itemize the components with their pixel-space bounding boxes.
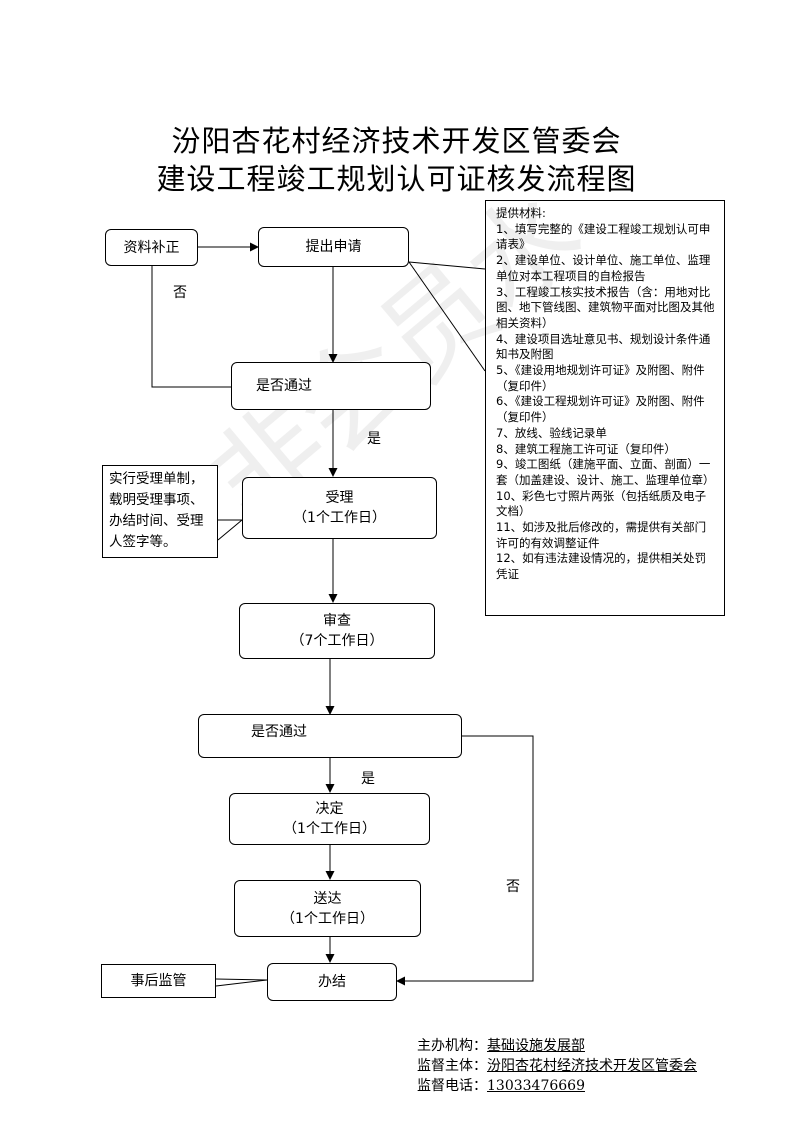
title-line-2: 建设工程竣工规划认可证核发流程图 [156, 162, 637, 196]
footer-org: 主办机构：基础设施发展部 [417, 1036, 585, 1056]
deliver-label: 送达 [313, 890, 342, 907]
materials-item: 7、放线、验线记录单 [496, 425, 607, 440]
complete-label: 办结 [318, 974, 346, 990]
materials-item: 9、竣工图纸（建施平面、立面、剖面）一套（加盖建设、设计、施工、监理单位章） [496, 457, 715, 487]
deliver-time: （1个工作日） [281, 910, 374, 927]
edge-label-yes-1: 是 [367, 431, 381, 447]
decide-node: 决定 （1个工作日） [229, 793, 430, 845]
check2-node: 是否通过 [198, 714, 462, 758]
line-apply-to-materials-2 [408, 261, 486, 372]
materials-item: 2、建设单位、设计单位、施工单位、监理单位对本工程项目的自检报告 [496, 253, 711, 283]
line-apply-to-materials [408, 261, 486, 270]
supervise-node: 事后监管 [101, 964, 216, 998]
footer-org-value: 基础设施发展部 [487, 1038, 585, 1054]
edge-label-no-1: 否 [173, 285, 187, 301]
line-note-to-accept-2 [217, 519, 243, 541]
materials-item: 6、《建设工程规划许可证》及附图、附件（复印件） [496, 394, 705, 425]
supervise-label: 事后监管 [130, 973, 187, 989]
edge-label-yes-2: 是 [361, 771, 375, 787]
footer-sup-label: 监督主体： [417, 1058, 487, 1074]
complete-node: 办结 [267, 963, 397, 1001]
footer-tel-label: 监督电话： [417, 1078, 487, 1094]
materials-item: 3、工程竣工核实技术报告（含：用地对比图、地下管线图、建筑物平面对比图及其他相关… [496, 284, 715, 330]
supplement-label: 资料补正 [123, 239, 180, 256]
footer-org-label: 主办机构： [417, 1038, 487, 1054]
check1-node: 是否通过 [231, 362, 431, 410]
footer-sup-value: 汾阳杏花村经济技术开发区管委会 [487, 1058, 697, 1074]
accept-label: 受理 [325, 490, 354, 506]
line-supervise-to-complete-2 [215, 978, 268, 981]
title-line-1: 汾阳杏花村经济技术开发区管委会 [171, 124, 622, 158]
footer-tel-value: 13033476669 [487, 1078, 585, 1094]
materials-item: 5、《建设用地规划许可证》及附图、附件（复印件） [496, 363, 705, 393]
edge-label-no-2: 否 [506, 879, 520, 895]
accept-node: 受理 （1个工作日） [242, 477, 437, 539]
materials-item: 4、建设项目选址意见书、规划设计条件通知书及附图 [496, 331, 711, 362]
footer-phone: 监督电话：13033476669 [417, 1076, 585, 1096]
accept-note: 实行受理单制，载明受理事项、办结时间、受理人签字等。 [102, 465, 218, 558]
line-check1-no-to-supplement [151, 265, 231, 388]
materials-box: 提供材料: 1、填写完整的《建设工程竣工规划认可申请表》 2、建设单位、设计单位… [485, 200, 725, 616]
arrow-check2-no-to-complete [396, 735, 534, 986]
materials-item: 11、如涉及批后修改的，需提供有关部门许可的有效调整证件 [496, 520, 707, 550]
check1-label: 是否通过 [256, 378, 312, 394]
materials-heading: 提供材料: [496, 206, 546, 220]
footer-supervisor: 监督主体：汾阳杏花村经济技术开发区管委会 [417, 1056, 697, 1076]
materials-item: 8、建筑工程施工许可证（复印件） [496, 441, 676, 456]
review-time: （7个工作日） [290, 633, 384, 649]
materials-item: 1、填写完整的《建设工程竣工规划认可申请表》 [496, 221, 711, 252]
decide-time: （1个工作日） [283, 821, 376, 837]
apply-node: 提出申请 [258, 227, 409, 267]
accept-time: （1个工作日） [293, 510, 386, 526]
materials-item: 10、彩色七寸照片两张（包括纸质及电子文档） [496, 488, 707, 519]
supplement-node: 资料补正 [105, 229, 198, 266]
review-label: 审查 [323, 613, 351, 629]
check2-label: 是否通过 [251, 724, 307, 740]
decide-label: 决定 [315, 801, 344, 817]
materials-item: 12、如有违法建设情况的，提供相关处罚凭证 [496, 551, 707, 582]
line-supervise-to-complete [215, 979, 268, 987]
deliver-node: 送达 （1个工作日） [234, 880, 421, 937]
review-node: 审查 （7个工作日） [239, 603, 435, 659]
apply-label: 提出申请 [305, 239, 362, 255]
